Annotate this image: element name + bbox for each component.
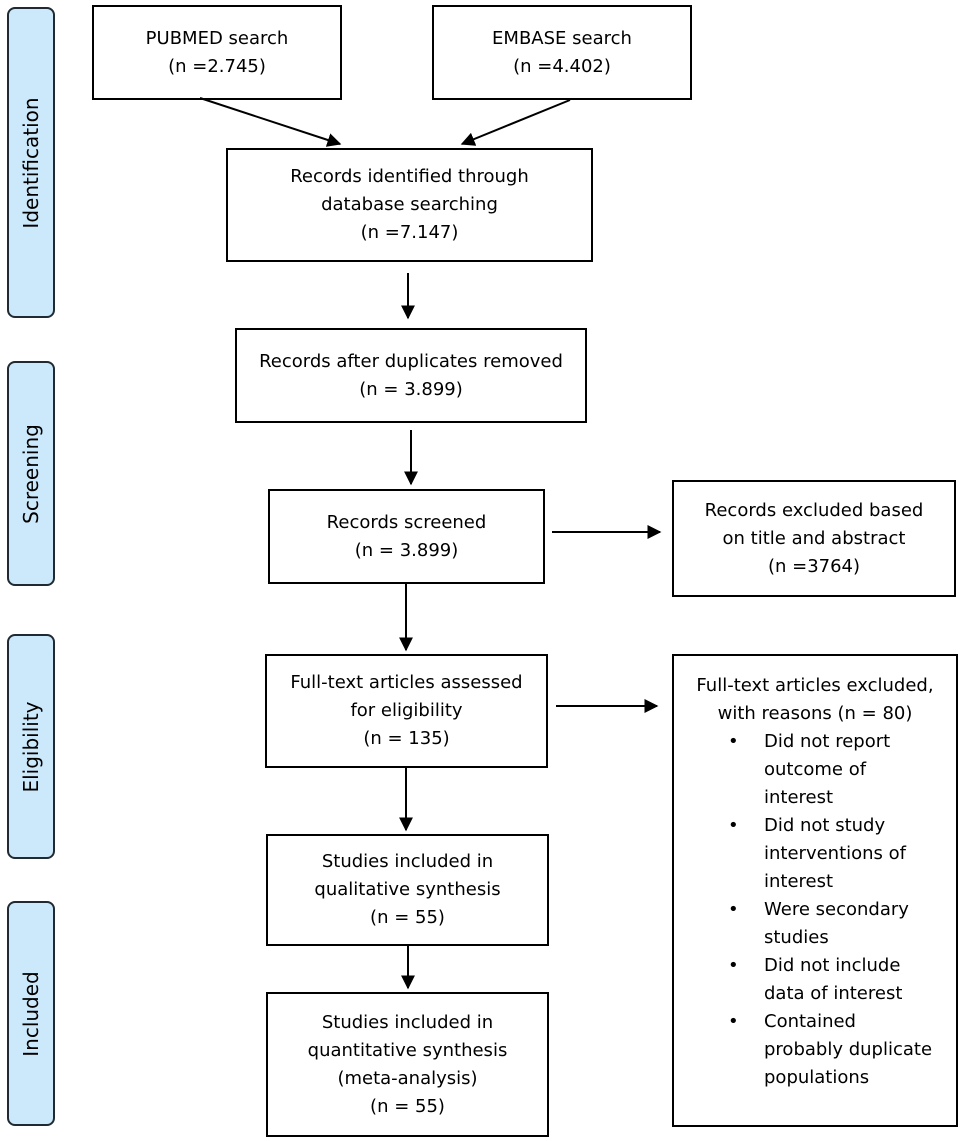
reason-line: Did not study [764,815,886,836]
box-line: (n =2.745) [168,55,266,77]
pubmed-search-box: PUBMED search (n =2.745) [92,5,342,100]
reason-line: probably duplicate [764,1039,933,1060]
box-line: Studies included in [321,1011,494,1033]
box-line: on title and abstract [722,527,906,549]
box-line: (n = 135) [363,728,450,749]
bullet-icon: • [728,899,739,920]
stage-screening: Screening [7,361,55,586]
bullet-icon: • [728,1011,739,1032]
records-screened-box: Records screened (n = 3.899) [268,489,545,584]
box-line: (meta-analysis) [337,1067,478,1089]
box-line: (n =4.402) [513,55,611,77]
reason-item: • Did not include data of interest [674,952,956,1008]
reason-line: interest [764,787,834,808]
bullet-icon: • [728,815,739,836]
box-line: database searching [321,194,498,215]
bullet-icon: • [728,731,739,752]
reason-line: interventions of [764,843,907,864]
box-line: (n = 55) [370,907,445,928]
box-line: (n = 3.899) [354,539,459,561]
arrow-embase-to-identified [460,99,571,146]
reason-item: • Did not report outcome of interest [674,728,956,812]
box-line: PUBMED search [145,27,289,49]
box-line: for eligibility [350,700,463,721]
qualitative-synthesis-box: Studies included in qualitative synthesi… [266,834,549,946]
reason-item: • Did not study interventions of interes… [674,812,956,896]
box-line: Records screened [326,511,487,533]
stage-eligibility: Eligibility [7,634,55,859]
stage-identification: Identification [7,7,55,318]
reason-line: Were secondary [764,899,909,920]
stage-included: Included [7,901,55,1126]
box-line: (n = 55) [370,1095,445,1117]
box-line: (n = 3.899) [359,378,463,400]
reason-line: populations [764,1067,870,1088]
reason-line: data of interest [764,983,903,1004]
reason-item: • Were secondary studies [674,896,956,952]
bullet-icon: • [728,955,739,976]
reason-line: Contained [764,1011,856,1032]
reason-line: Did not report [764,731,891,752]
box-line: Records after duplicates removed [259,350,563,372]
box-line: (n =7.147) [360,222,459,243]
quantitative-synthesis-box: Studies included in quantitative synthes… [266,992,549,1137]
arrow-pubmed-to-identified [199,97,342,147]
reasons-list: • Did not report outcome of interest • D… [674,728,956,1092]
records-identified-box: Records identified through database sear… [226,148,593,262]
heading-line: with reasons (n = 80) [717,703,913,724]
reason-line: interest [764,871,834,892]
box-line: Records identified through [290,166,529,187]
box-line: Full-text articles assessed [290,672,523,693]
embase-search-box: EMBASE search (n =4.402) [432,5,692,100]
heading-line: Full-text articles excluded, [696,675,934,696]
box-line: Records excluded based [704,499,924,521]
box-line: EMBASE search [492,27,632,49]
reason-line: outcome of [764,759,867,780]
fulltext-assessed-box: Full-text articles assessed for eligibil… [265,654,548,768]
reason-item: • Contained probably duplicate populatio… [674,1008,956,1092]
excluded-heading: Full-text articles excluded, with reason… [674,672,956,728]
box-line: Studies included in [321,851,494,872]
records-excluded-box: Records excluded based on title and abst… [672,480,956,597]
duplicates-removed-box: Records after duplicates removed (n = 3.… [235,328,587,423]
fulltext-excluded-box: Full-text articles excluded, with reason… [672,654,958,1127]
box-line: (n =3764) [767,555,861,577]
reason-line: studies [764,927,829,948]
reason-line: Did not include [764,955,901,976]
box-line: qualitative synthesis [314,879,501,900]
box-line: quantitative synthesis [307,1039,508,1061]
